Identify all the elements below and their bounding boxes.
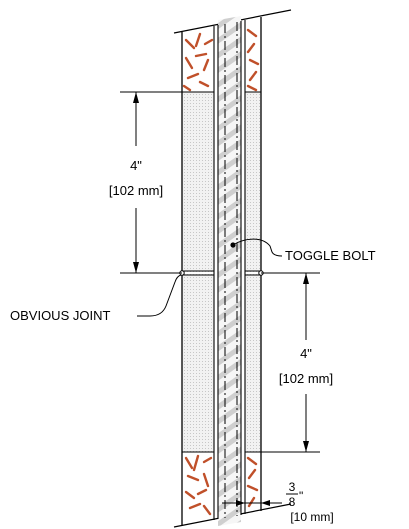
gap-dim-mm-label: [10 mm] bbox=[290, 510, 333, 524]
gap-dim-arrow-right bbox=[261, 500, 270, 506]
mid-dim-mm-label: [102 mm] bbox=[279, 371, 333, 386]
top-dim-inch-label: 4" bbox=[130, 158, 142, 173]
insulation-top-right bbox=[246, 28, 260, 92]
left-panel-lower bbox=[182, 274, 214, 452]
gap-dim-arrow-left bbox=[236, 500, 245, 506]
top-dim-arrow-up bbox=[133, 92, 139, 103]
mid-dim-arrow-up bbox=[303, 273, 309, 284]
mid-dim-inch-label: 4" bbox=[300, 346, 312, 361]
top-dim-mm-label: [102 mm] bbox=[109, 183, 163, 198]
right-panel-upper bbox=[245, 92, 261, 272]
mid-dim-arrow-down bbox=[303, 441, 309, 452]
top-dim-arrow-down bbox=[133, 262, 139, 273]
toggle-bolt-leader bbox=[232, 238, 283, 257]
obvious-joint-leader bbox=[137, 274, 182, 317]
core-hatch bbox=[218, 16, 241, 526]
insulation-bottom-right bbox=[246, 456, 259, 508]
gap-dim-inch-mark: " bbox=[299, 489, 303, 503]
insulation-bottom-left bbox=[184, 454, 213, 516]
obvious-joint-label: OBVIOUS JOINT bbox=[10, 308, 110, 323]
gap-dim-numerator: 3 bbox=[289, 480, 296, 494]
left-panel-upper bbox=[182, 92, 214, 272]
toggle-bolt-label: TOGGLE BOLT bbox=[285, 248, 376, 263]
right-panel-lower bbox=[245, 274, 261, 452]
gap-dim-denominator: 8 bbox=[289, 495, 296, 509]
insulation-top-left bbox=[182, 32, 214, 92]
